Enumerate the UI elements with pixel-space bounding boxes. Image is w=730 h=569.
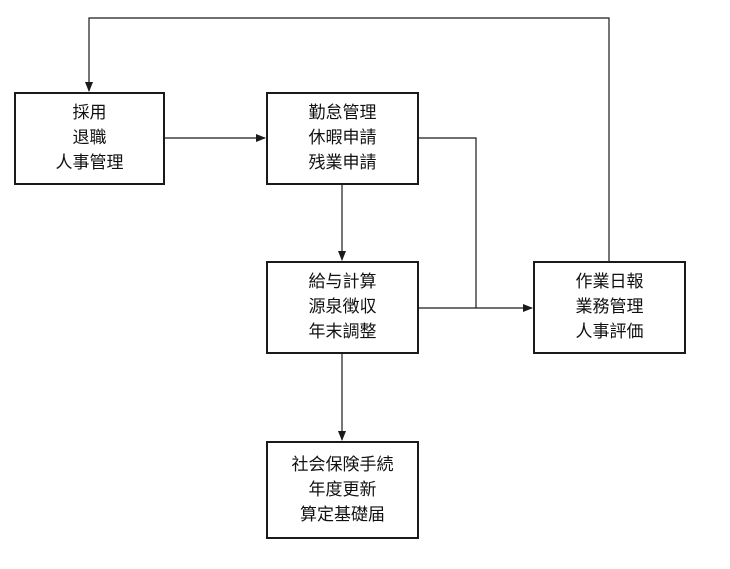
node-label-line: 人事管理 [55, 153, 124, 173]
node-social-insurance-procedures: 社会保険手続 年度更新 算定基礎届 [266, 441, 419, 539]
node-daily-report-evaluation: 作業日報 業務管理 人事評価 [533, 261, 686, 354]
node-label-line: 退職 [72, 128, 107, 148]
node-label-line: 給与計算 [308, 272, 377, 292]
node-attendance-leave-overtime: 勤怠管理 休暇申請 残業申請 [266, 92, 419, 185]
node-label-line: 年末調整 [308, 322, 377, 342]
node-label-line: 作業日報 [575, 272, 644, 292]
node-label-line: 採用 [72, 103, 107, 123]
node-label-line: 残業申請 [308, 153, 377, 173]
node-label-line: 勤怠管理 [308, 103, 377, 123]
node-label-line: 休暇申請 [308, 128, 377, 148]
edge-report-to-hire [85, 17, 610, 261]
node-label-line: 源泉徴収 [308, 297, 377, 317]
node-label-line: 人事評価 [575, 322, 644, 342]
node-label-line: 業務管理 [575, 297, 644, 317]
node-label-line: 算定基礎届 [300, 504, 385, 525]
node-hire-retire-hr: 採用 退職 人事管理 [14, 92, 165, 185]
edge-attendance-to-report [419, 137, 477, 308]
node-label-line: 社会保険手続 [291, 454, 394, 475]
node-payroll-withholding-yearend: 給与計算 源泉徴収 年末調整 [266, 261, 419, 354]
node-label-line: 年度更新 [308, 479, 377, 500]
